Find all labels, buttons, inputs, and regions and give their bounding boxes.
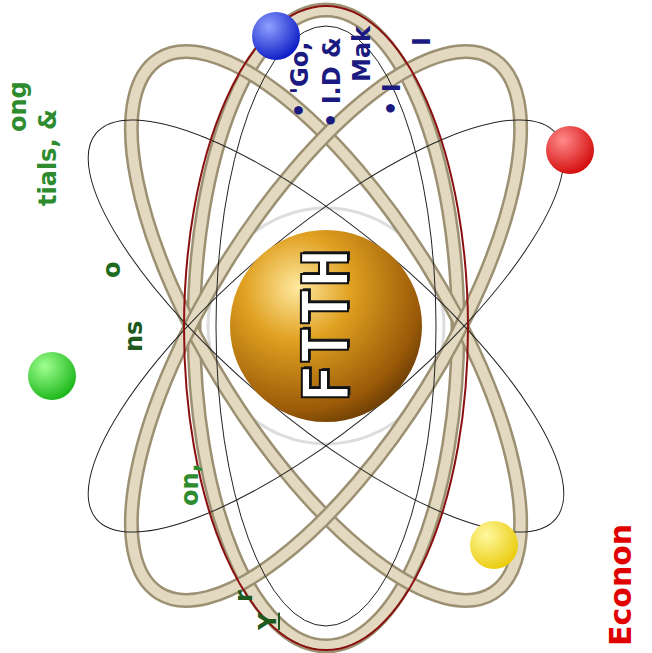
electron-red: [546, 126, 594, 174]
text-fragment: ns: [122, 321, 146, 352]
text-fragment: • I.D &: [320, 37, 344, 128]
text-fragment: tials, &: [36, 109, 60, 206]
nucleus-label: FTTH: [294, 249, 358, 403]
text-fragment: • 'Go,: [288, 42, 312, 118]
orbit-lines: [35, 26, 617, 626]
text-fragment: • I: [380, 83, 404, 116]
text-fragment: Econon: [606, 524, 636, 646]
text-fragment: ong: [6, 81, 30, 132]
electron-yellow: [470, 521, 518, 569]
text-fragment: Y: [256, 613, 280, 630]
text-fragment: o: [100, 262, 124, 279]
nucleus-sphere: [230, 230, 422, 422]
text-fragment: I: [410, 37, 434, 46]
orbit-tubes: [59, 0, 593, 653]
text-fragment: r: [232, 590, 256, 602]
red-orbit: [184, 6, 468, 650]
text-fragment: on,: [178, 463, 202, 506]
nucleus-node: FTTH: [230, 230, 422, 422]
electron-green: [28, 352, 76, 400]
text-fragment: Mak: [350, 26, 374, 82]
